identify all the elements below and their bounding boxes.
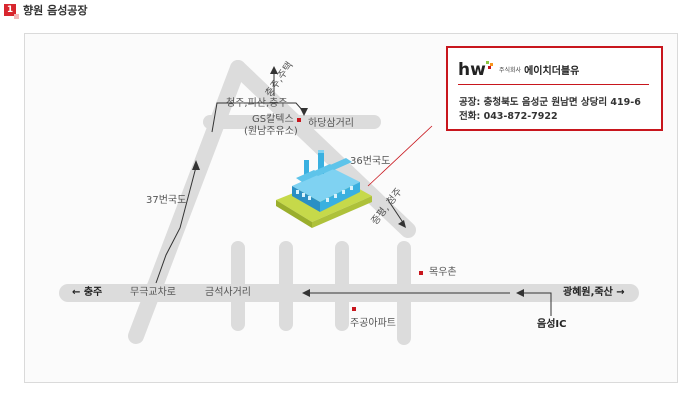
svg-text:hw: hw — [458, 60, 486, 78]
label-mokuchon: 목우촌 — [429, 267, 457, 278]
hw-logo-icon: hw — [458, 60, 493, 78]
gs-caltex-marker — [297, 118, 301, 122]
label-hadang: 하당삼거리 — [308, 118, 354, 129]
arrowhead-37 — [192, 160, 200, 170]
route-arrow-36 — [387, 199, 405, 225]
label-mugeuk: 무극교차로 — [130, 287, 176, 298]
label-cheongju-pisan: 청주,피산,충주 — [226, 98, 288, 109]
company-info-box: hw 주식회사 에이치더블유 공장: 충청북도 음성군 원남면 상당리 419-… — [446, 46, 663, 131]
company-name: 에이치더블유 — [524, 65, 580, 77]
road-diagonal-right — [230, 60, 416, 238]
label-eumseong-ic: 음성IC — [537, 319, 567, 330]
arrowhead-main — [302, 289, 310, 297]
factory-address: 공장: 충청북도 음성군 원남면 상당리 419-6 — [459, 97, 641, 108]
label-jugong: 주공아파트 — [350, 318, 396, 329]
label-route36: 36번국도 — [350, 156, 391, 167]
route-arrow-top — [211, 102, 305, 133]
route-arrow-37 — [155, 166, 197, 284]
info-leader-line — [367, 125, 433, 187]
factory-icon — [276, 150, 372, 228]
arrowhead-top-right — [300, 108, 308, 116]
label-wonnam-station: (원남주유소) — [244, 126, 298, 137]
section-number-badge: 1 — [4, 4, 19, 19]
jugong-marker — [352, 307, 356, 311]
label-gwanghyewon: 광혜원,죽산 → — [563, 287, 625, 298]
page-title: 향원 음성공장 — [23, 4, 88, 17]
label-chungju-left: ← 충주 — [72, 287, 103, 298]
arrowhead-ic — [516, 289, 524, 297]
mokuchon-marker — [419, 271, 423, 275]
route-arrow-ic — [520, 292, 552, 316]
info-divider — [458, 84, 649, 85]
label-gs-caltex: GS칼텍스 — [252, 114, 294, 125]
arrowhead-36 — [398, 220, 406, 228]
label-route37: 37번국도 — [146, 195, 187, 206]
section-header: 1 향원 음성공장 — [4, 2, 88, 19]
factory-phone: 전화: 043-872-7922 — [459, 111, 558, 122]
company-type: 주식회사 — [499, 66, 522, 74]
label-geumseok: 금석사거리 — [205, 287, 251, 298]
company-logo: hw 주식회사 에이치더블유 — [458, 60, 579, 78]
arrowhead-north — [270, 66, 278, 74]
